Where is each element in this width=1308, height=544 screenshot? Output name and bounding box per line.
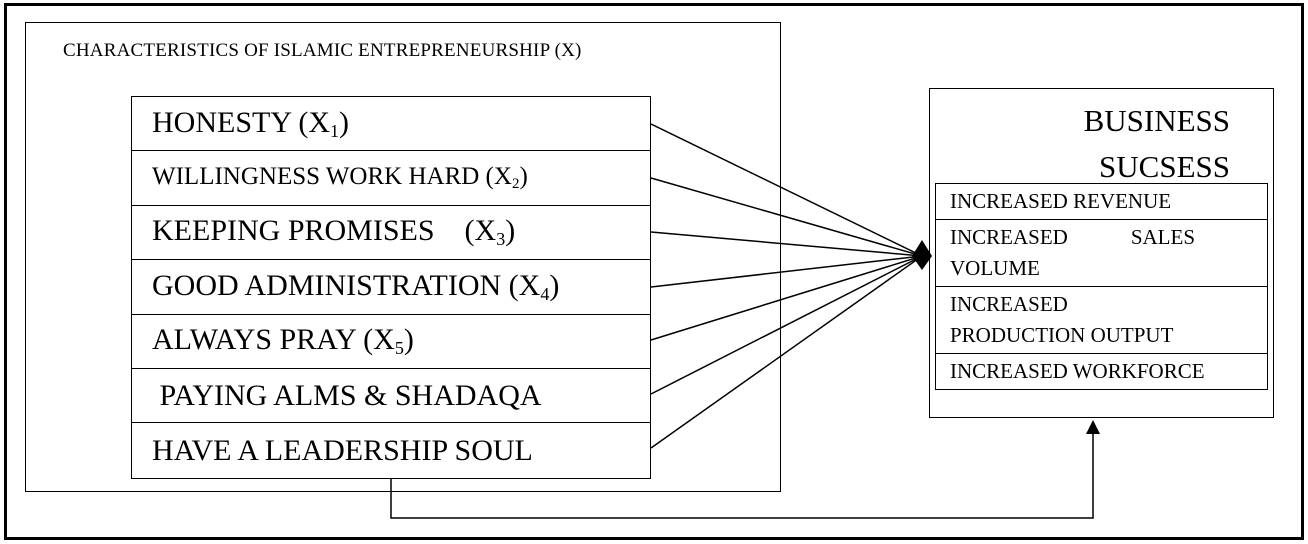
independent-variable-box — [25, 22, 781, 492]
indicators-table: INCREASED REVENUE INCREASED SALES VOLUME… — [935, 183, 1268, 390]
indicator-production-output: INCREASED PRODUCTION OUTPUT — [936, 287, 1267, 354]
arrowhead-icon — [912, 240, 932, 270]
arrow-line-x4 — [650, 255, 923, 288]
arrow-line-x2 — [650, 177, 923, 257]
arrow-line-x1 — [650, 123, 923, 257]
outer-frame — [4, 3, 1304, 540]
characteristic-good-administration: GOOD ADMINISTRATION (X4) — [132, 260, 650, 315]
independent-variable-title: CHARACTERISTICS OF ISLAMIC ENTREPRENEURS… — [63, 40, 582, 61]
characteristic-paying-alms: PAYING ALMS & SHADAQA — [132, 369, 650, 424]
indicator-workforce: INCREASED WORKFORCE — [950, 359, 1205, 383]
characteristic-keeping-promises: KEEPING PROMISES (X3) — [132, 206, 650, 261]
characteristic-always-pray: ALWAYS PRAY (X5) — [132, 315, 650, 369]
arrow-line-x7 — [650, 255, 923, 449]
characteristic-willingness-work-hard: WILLINGNESS WORK HARD (X2) — [132, 151, 650, 206]
indicator-revenue: INCREASED REVENUE — [936, 184, 1267, 220]
arrow-up-icon — [1086, 420, 1100, 434]
overall-link-line — [390, 428, 1094, 519]
characteristic-arrows — [650, 123, 923, 449]
dependent-variable-title: BUSINESS SUCSESS — [1083, 103, 1230, 184]
arrow-line-x5 — [650, 255, 923, 341]
arrow-line-x3 — [650, 231, 923, 257]
indicator-sales-volume: INCREASED SALES VOLUME — [936, 220, 1267, 287]
characteristic-leadership-soul: HAVE A LEADERSHIP SOUL — [152, 433, 533, 467]
characteristic-honesty: HONESTY (X1) — [132, 97, 650, 152]
arrow-line-x6 — [650, 255, 923, 395]
